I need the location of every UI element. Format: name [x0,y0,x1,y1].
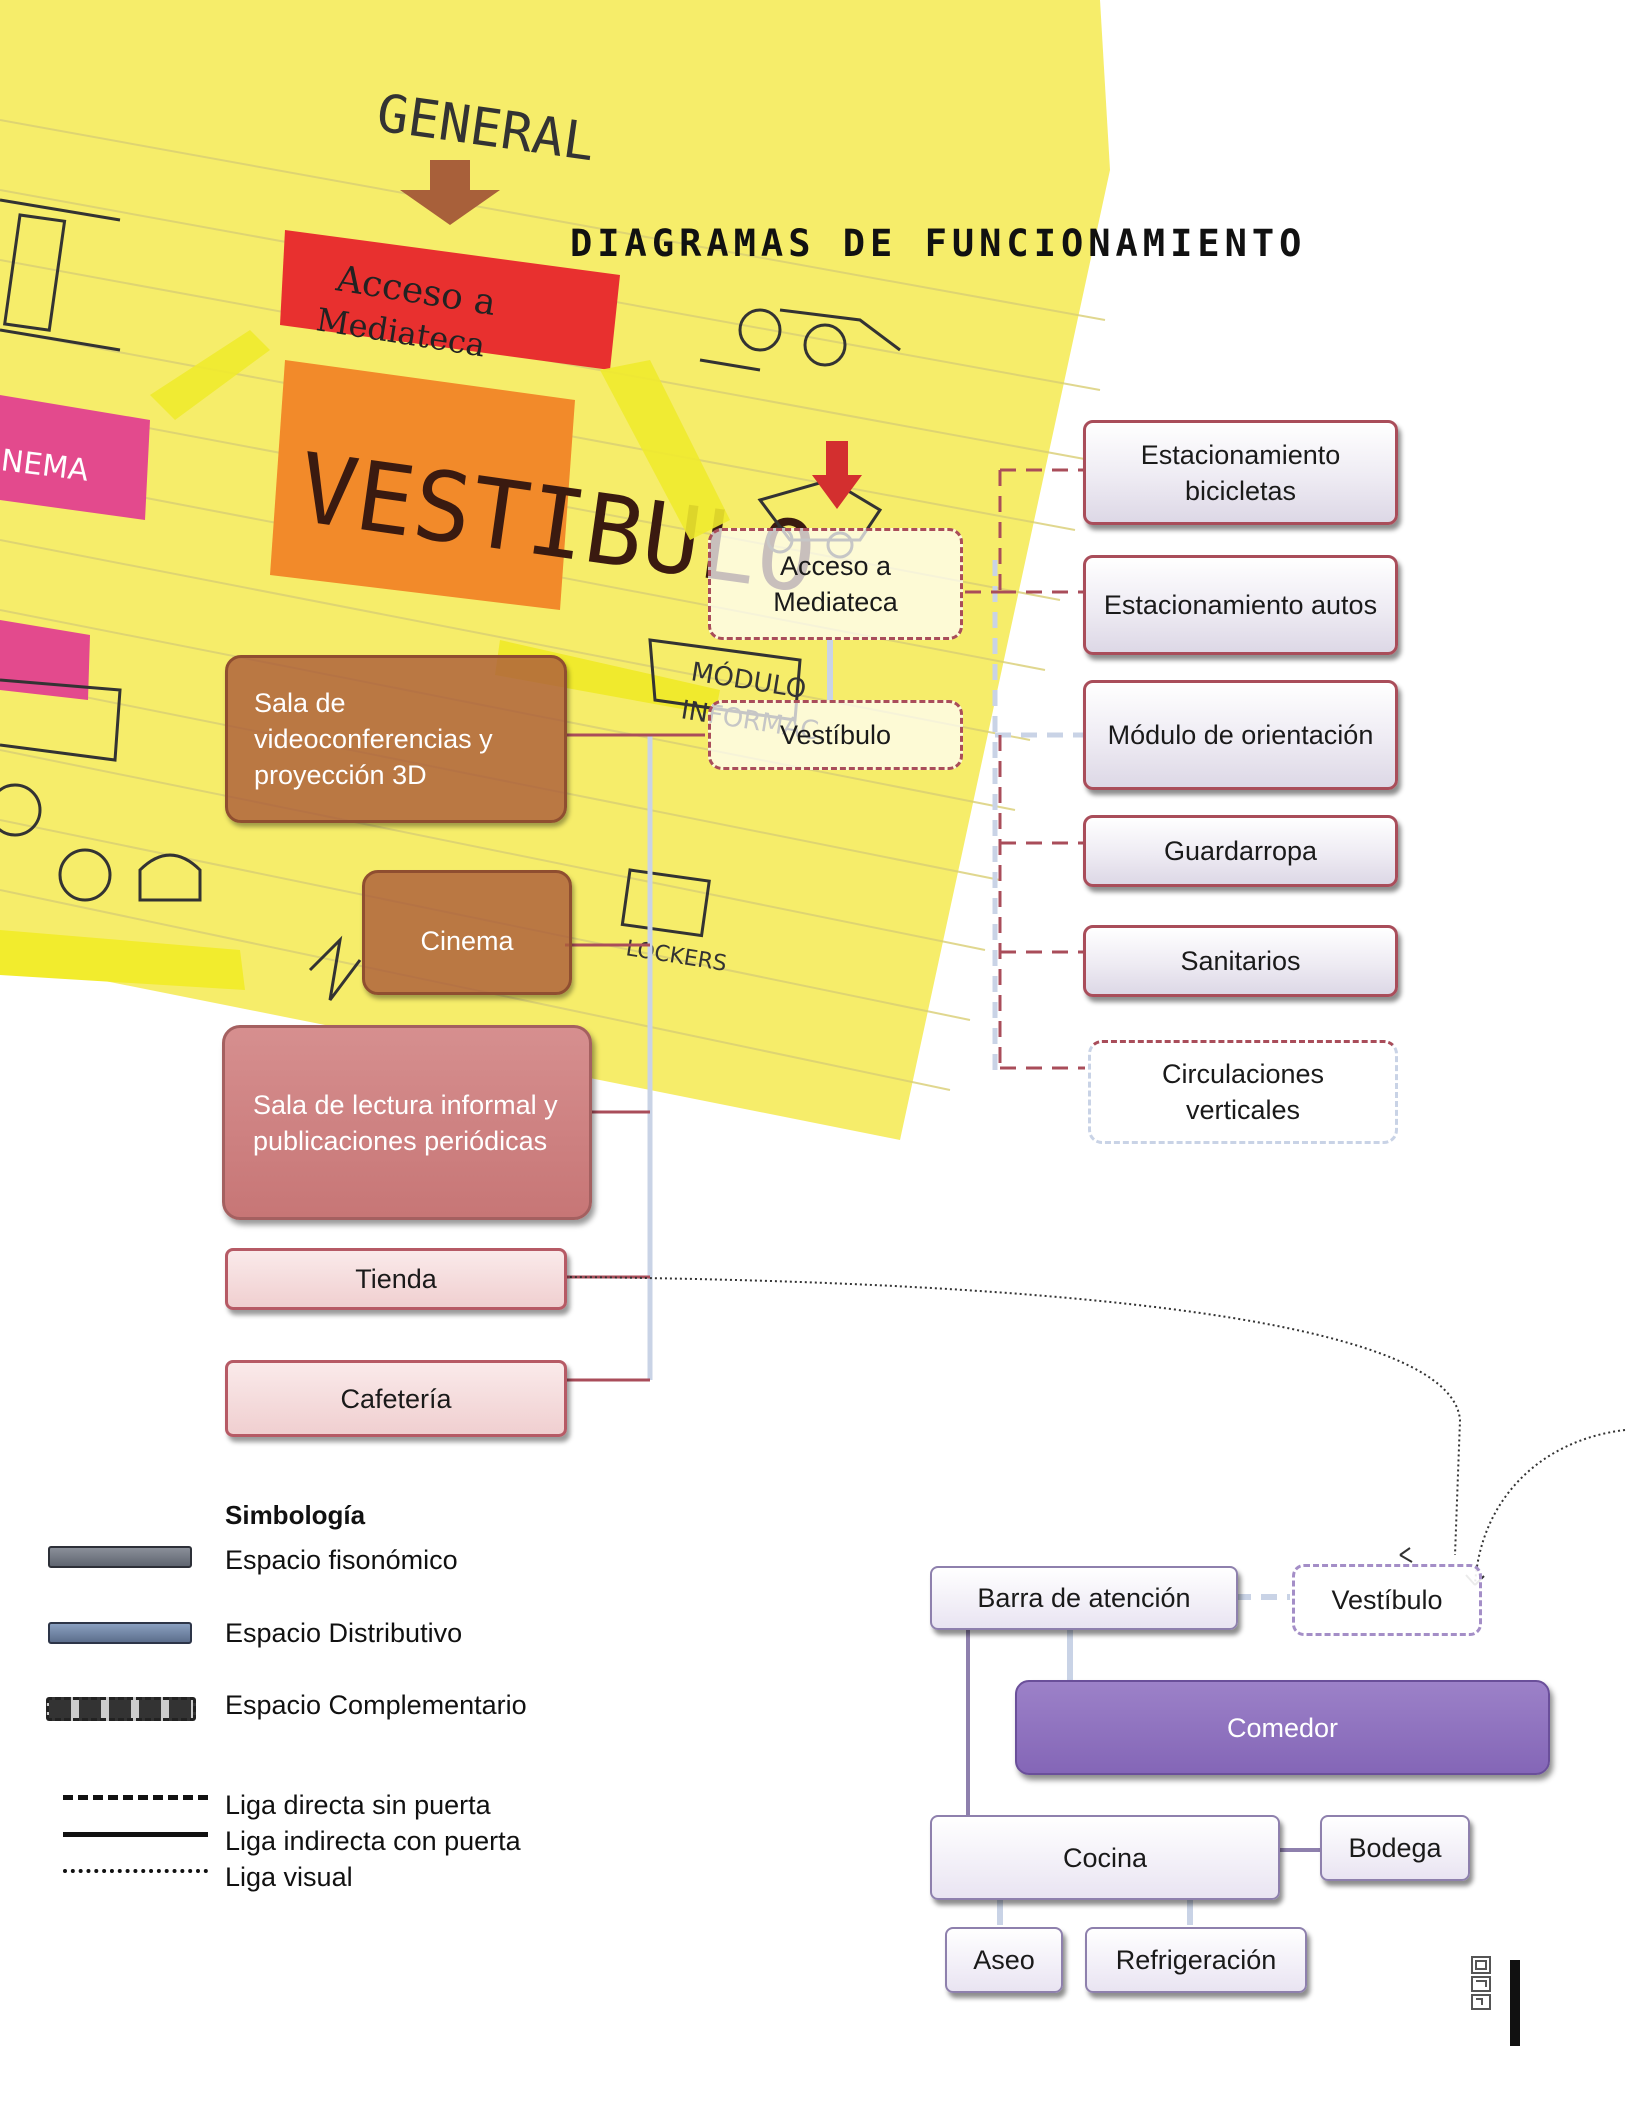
node-estacionamiento-bicicletas: Estacionamiento bicicletas [1083,420,1398,525]
node-cafeteria: Cafetería [225,1360,567,1437]
line-sample-indirecta [63,1832,208,1837]
line-sample-directa [63,1795,208,1800]
legend-fisonomico: Espacio fisonómico [225,1545,458,1575]
legend-title: Simbología [225,1500,366,1530]
node-circulaciones-verticales: Circulaciones verticales [1088,1040,1398,1144]
page-number-icon [1470,1955,1492,2011]
node-cocina: Cocina [930,1815,1280,1900]
sketch-acceso-block [280,230,620,370]
node-guardarropa: Guardarropa [1083,815,1398,887]
node-refrigeracion: Refrigeración [1085,1927,1307,1993]
node-comedor: Comedor [1015,1680,1550,1775]
node-bodega: Bodega [1320,1815,1470,1881]
node-acceso-mediateca: Acceso a Mediateca [708,528,963,640]
node-modulo-orientacion: Módulo de orientación [1083,680,1398,790]
legend-liga-indirecta: Liga indirecta con puerta [225,1826,521,1856]
swatch-distributivo [48,1622,192,1644]
sketch-right-arrow [600,360,730,540]
arrow-down-icon [812,441,862,509]
node-sanitarios: Sanitarios [1083,925,1398,997]
node-estacionamiento-autos: Estacionamiento autos [1083,555,1398,655]
legend-liga-directa: Liga directa sin puerta [225,1790,491,1820]
node-vestibulo: Vestíbulo [708,700,963,770]
line-sample-visual [63,1869,208,1873]
sketch-pink-tag [0,620,90,700]
node-sala-videoconferencias: Sala de videoconferencias y proyección 3… [225,655,567,823]
sketch-vestibulo-block [270,360,575,610]
legend-distributivo: Espacio Distributivo [225,1618,463,1648]
swatch-fisonomico [48,1546,192,1568]
sketch-cinema-tag [0,395,150,520]
node-cinema: Cinema [362,870,572,995]
page-title: DIAGRAMAS DE FUNCIONAMIENTO [570,222,1307,265]
legend-liga-visual: Liga visual [225,1862,353,1892]
sketch-down-arrow [400,160,500,225]
node-sub-vestibulo: Vestíbulo [1292,1564,1482,1636]
node-barra-atencion: Barra de atención [930,1566,1238,1630]
node-aseo: Aseo [945,1927,1063,1993]
swatch-complementario [46,1697,196,1721]
sketch-left-arrow [150,330,270,420]
node-tienda: Tienda [225,1248,567,1310]
sketch-bottom-band [0,930,245,990]
legend-complementario: Espacio Complementario [225,1690,527,1720]
node-sala-lectura: Sala de lectura informal y publicaciones… [222,1025,592,1220]
page-marker-bar [1510,1960,1520,2046]
